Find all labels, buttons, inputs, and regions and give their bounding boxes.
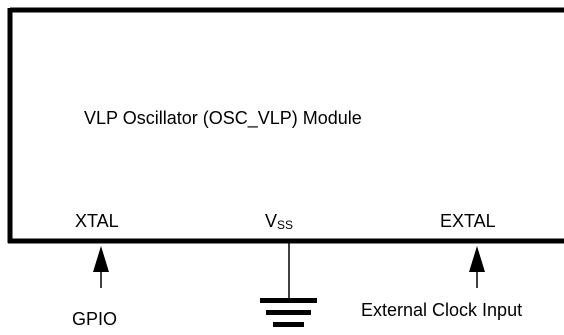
pin-label-vss: VSS: [265, 211, 293, 232]
signal-label-external-clock: External Clock Input: [361, 300, 522, 320]
xtal-input-arrow: [93, 246, 109, 288]
signal-label-gpio: GPIO: [72, 309, 117, 329]
pin-label-extal: EXTAL: [440, 211, 496, 231]
module-box: [7, 7, 564, 244]
ground-symbol-icon: [260, 298, 317, 327]
pin-label-vss-subscript: SS: [277, 218, 293, 232]
module-title: VLP Oscillator (OSC_VLP) Module: [84, 108, 362, 129]
pin-label-vss-main: V: [265, 211, 277, 231]
extal-input-arrow: [469, 246, 485, 288]
pin-label-xtal: XTAL: [75, 211, 119, 231]
